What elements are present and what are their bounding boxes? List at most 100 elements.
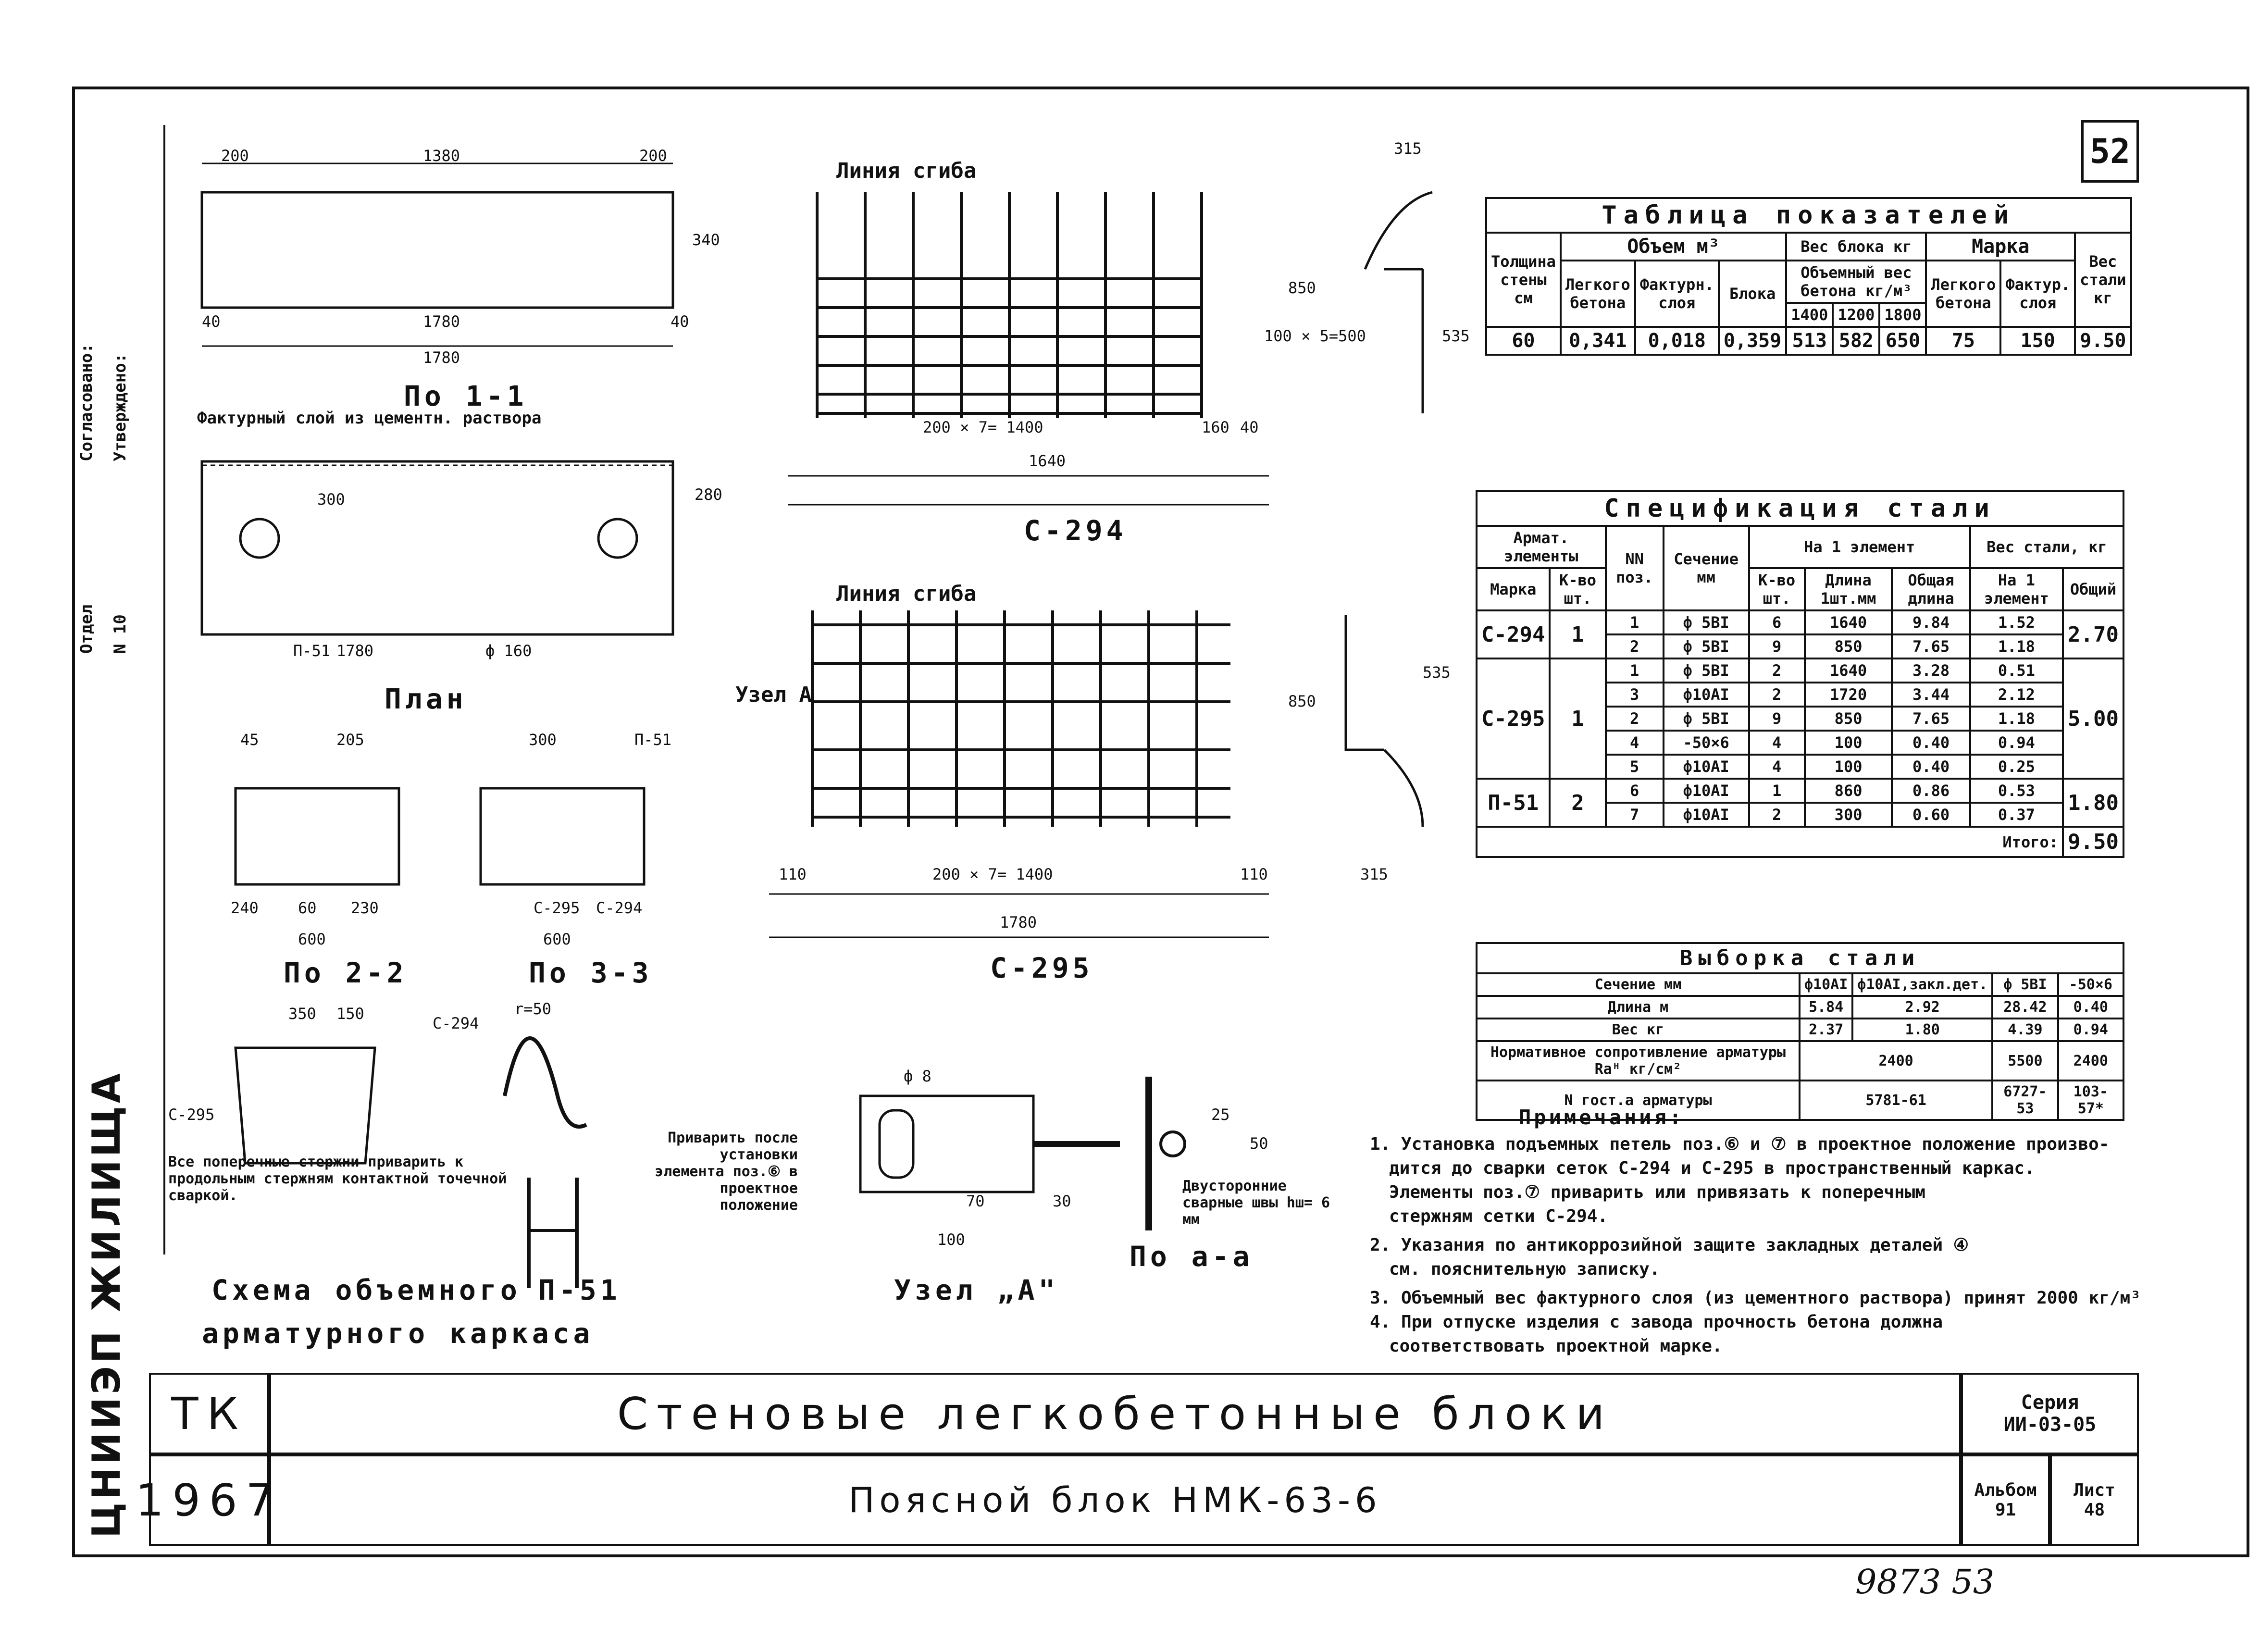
cell: 4.39 — [1991, 1018, 2059, 1042]
sub-title: Поясной блок НМК-63-6 — [269, 1454, 1961, 1546]
h-count: К-во шт. — [1748, 567, 1806, 611]
dim-r50: r=50 — [514, 1000, 552, 1018]
cell: 2 — [1748, 682, 1806, 708]
dim-280: 280 — [695, 485, 722, 504]
dim-25: 25 — [1211, 1105, 1230, 1124]
cell: 1720 — [1803, 682, 1893, 708]
cell: ф 5ВI — [1662, 658, 1750, 683]
cell: ф10АI — [1662, 682, 1750, 708]
spec-title: Спецификация стали — [1476, 490, 2124, 527]
label-section-3-3: По 3-3 — [529, 956, 653, 989]
dim-850-a: 850 — [1288, 279, 1316, 297]
loop-p51 — [503, 1036, 587, 1129]
dim-850-b: 850 — [1288, 692, 1316, 710]
dim-1780-b: 1780 — [423, 348, 460, 367]
dim-c294-s33: С-294 — [596, 899, 643, 917]
cell: 0,018 — [1634, 326, 1720, 356]
series-value: ИИ-03-05 — [2003, 1414, 2097, 1436]
cell: 7.65 — [1891, 706, 1971, 732]
weld-after-note: Приварить после установки элемента поз.⑥… — [655, 1130, 798, 1214]
table-row: П-51 2 6 ф10АI 1 860 0.86 0.53 1.80 — [1475, 778, 2124, 828]
note-1: 1. Установка подъемных петель поз.⑥ и ⑦ … — [1370, 1134, 2110, 1154]
cell: 3.28 — [1891, 658, 1971, 683]
dim-200x7-a: 200 × 7= 1400 — [923, 418, 1043, 436]
cell: Вес кг — [1476, 1018, 1801, 1042]
table-row: 5 ф10АI 4 100 0.40 0.25 — [1477, 754, 2123, 780]
dim-40-mesh: 40 — [1240, 418, 1259, 436]
cell: 9 — [1748, 706, 1806, 732]
album-cell: Альбом 91 — [1961, 1454, 2050, 1546]
dim-535-a: 535 — [1442, 327, 1470, 345]
cell: 2 — [1549, 778, 1607, 828]
indicators-table: Таблица показателей Толщина стены см Объ… — [1485, 197, 2132, 356]
cell: С-295 — [1475, 658, 1551, 780]
notes-title: Примечания: — [1519, 1105, 1685, 1129]
all-bars-note: Все поперечные стержни приварить к продо… — [168, 1154, 507, 1204]
label-cage-scheme-1: Схема объемного — [211, 1274, 521, 1306]
cell: 1 — [1549, 658, 1607, 780]
cell: 3 — [1604, 682, 1664, 708]
cell: 1.18 — [1969, 706, 2064, 732]
cell: 4 — [1748, 754, 1806, 780]
cell: 2400 — [1798, 1040, 1994, 1081]
cell: 2400 — [2057, 1040, 2125, 1081]
cell: 5781-61 — [1798, 1080, 1994, 1121]
cell: ф 5ВI — [1662, 706, 1750, 732]
dim-160: 160 — [1202, 418, 1229, 436]
facing-layer-note: Фактурный слой из цементн. раствора — [197, 409, 542, 428]
label-plan: План — [385, 683, 467, 715]
h-qty: К-во шт. — [1549, 567, 1607, 611]
note-1b: дится до сварки сеток С-294 и С-295 в пр… — [1389, 1158, 2035, 1178]
cell: 1 — [1748, 778, 1806, 804]
dim-60: 60 — [298, 899, 317, 917]
dim-1780-a: 1780 — [423, 312, 460, 331]
cell: ф 5ВI — [1662, 633, 1750, 659]
cell: 1.18 — [1969, 633, 2064, 659]
h-total-len: Общая длина — [1891, 567, 1971, 611]
section-3-3-outline — [479, 787, 646, 886]
h-1800: 1800 — [1878, 302, 1927, 328]
dim-110-right: 110 — [1240, 865, 1268, 883]
dim-30-node: 30 — [1053, 1192, 1071, 1210]
label-mesh-c294: С-294 — [1024, 514, 1127, 547]
series-cell: Серия ИИ-03-05 — [1961, 1373, 2139, 1454]
cell: 1.52 — [1969, 609, 2064, 635]
cell: ф10АI — [1662, 778, 1750, 804]
cell: 103-57* — [2057, 1080, 2125, 1121]
dim-200x7-b: 200 × 7= 1400 — [932, 865, 1053, 883]
dim-300: 300 — [317, 490, 345, 509]
h-volume: Объем м³ — [1559, 232, 1788, 261]
cell: 5.84 — [1798, 995, 1854, 1019]
h-thickness: Толщина стены см — [1485, 232, 1562, 328]
dim-c294-cage: С-294 — [433, 1014, 479, 1032]
dim-300-s33: 300 — [529, 731, 557, 749]
cell: 0.53 — [1969, 778, 2064, 804]
dim-535-b: 535 — [1423, 663, 1451, 682]
cage-scheme-outline — [234, 1046, 376, 1165]
cell: 0,359 — [1717, 326, 1788, 356]
cell: 513 — [1785, 326, 1834, 356]
dim-1780-plan: 1780 — [336, 642, 374, 660]
note-1c: Элементы поз.⑦ приварить или привязать к… — [1389, 1182, 1925, 1202]
sheet-value: 48 — [2084, 1500, 2105, 1520]
cell: 1640 — [1803, 609, 1893, 635]
label-section-2-2: По 2-2 — [284, 956, 408, 989]
cell: 28.42 — [1991, 995, 2059, 1019]
note-2: 2. Указания по антикоррозийной защите за… — [1370, 1235, 1969, 1255]
indicators-title: Таблица показателей — [1485, 197, 2132, 234]
institute-label: ЦНИИЭП ЖИЛИЩА — [84, 1070, 129, 1538]
cell: 5.00 — [2062, 658, 2124, 780]
cell: 150 — [1999, 326, 2076, 356]
double-weld-note: Двусторонние сварные швы hш= 6 мм — [1182, 1178, 1330, 1228]
cell: 2.37 — [1798, 1018, 1854, 1042]
sheet-label: Лист — [2074, 1480, 2115, 1500]
dim-110-left: 110 — [779, 865, 807, 883]
dim-315-b: 315 — [1360, 865, 1388, 883]
cell: ф10АI — [1662, 754, 1750, 780]
label-section-1-1: По 1-1 — [404, 380, 528, 412]
label-section-a-a: По а-а — [1130, 1240, 1254, 1273]
cell: 1 — [1549, 609, 1607, 659]
cell: 2.12 — [1969, 682, 2064, 708]
h-weight: Вес стали, кг — [1969, 525, 2125, 569]
cell: 2.92 — [1851, 995, 1994, 1019]
